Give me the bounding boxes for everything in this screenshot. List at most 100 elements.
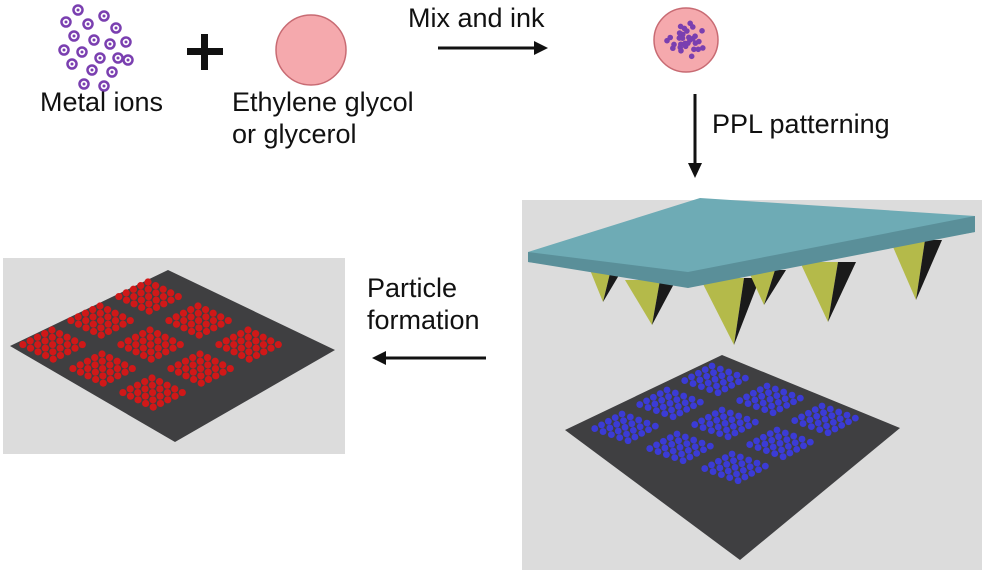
blue-dot [714,423,722,431]
red-particle [204,375,213,384]
red-particle [178,388,186,397]
blue-dot [755,466,762,474]
blue-dot [607,431,615,439]
blue-dot [771,450,779,458]
red-particle [26,337,34,345]
blue-dot [701,465,709,472]
blue-dot [618,410,626,418]
ion [60,16,72,28]
blue-dot [763,382,771,390]
blue-dot [731,429,739,437]
red-particle [129,285,138,293]
blue-dot [761,462,769,470]
red-particle [119,388,127,397]
blue-dot [709,468,717,475]
blue-dot [790,398,797,406]
red-particle [252,351,261,360]
ink-ion [664,37,670,44]
red-particle [48,333,56,341]
red-particle [174,368,183,376]
blue-dot [769,443,777,451]
red-particle [124,344,133,352]
red-particle [237,337,245,345]
red-particle [74,313,82,321]
blue-dot [754,444,762,451]
red-particle [67,316,75,325]
red-particle [130,300,138,308]
red-particle [154,344,162,352]
red-particle [144,278,152,286]
red-particle [259,333,267,341]
blue-dot [694,369,702,377]
blue-dot [706,420,714,428]
blue-dot [735,378,742,386]
blue-dot [726,409,734,417]
red-particle [156,399,165,408]
blue-dot [751,396,759,404]
blue-dot [751,418,759,426]
red-particle [83,357,92,365]
blue-dot [726,474,734,482]
ion-core [110,70,114,74]
red-particle [252,337,260,345]
blue-dot [762,447,770,455]
blue-dot [629,426,637,434]
blue-dot [674,402,682,410]
blue-dot [669,413,677,421]
red-particle [169,337,177,345]
red-particle [41,330,49,338]
red-particle [194,309,202,317]
red-particle [189,354,197,362]
ion [104,38,116,50]
blue-dot [776,405,784,413]
blue-dot [719,378,727,386]
red-particle [98,357,106,365]
blue-dot [700,446,707,454]
blue-dot [791,439,799,447]
blue-dot [831,425,839,433]
blue-dot [697,383,705,391]
red-particle [19,340,27,349]
ion [98,10,110,22]
blue-dot [690,402,697,410]
red-particle [163,388,172,397]
ion [88,34,100,46]
red-particle [104,313,112,321]
plus-icon [187,34,223,70]
red-particle [71,344,79,352]
red-particle [144,285,152,293]
blue-dot [804,409,812,417]
blue-dot [686,453,694,461]
red-particle [138,303,146,312]
ion-core [90,68,94,72]
blue-dot [745,456,753,464]
blue-dot [743,393,750,401]
red-particle [197,364,205,373]
blue-dot [652,407,660,415]
blue-dot [851,414,859,422]
red-particle [131,333,140,341]
blue-dot [669,447,677,455]
blue-dot [743,415,751,423]
red-particle [145,300,153,308]
solvent-label: Ethylene glycol or glycerol [232,86,414,150]
blue-dot [644,404,652,411]
blue-dot [706,386,714,394]
red-particle [126,392,135,400]
red-particle [147,348,155,356]
blue-dot [690,436,698,444]
blue-dot [704,413,712,421]
red-particle [172,313,180,321]
blue-dot [678,450,685,458]
red-particle [211,357,219,365]
blue-dot [779,453,787,461]
ion-core [70,62,74,66]
ion-core [108,42,112,46]
red-particle [274,340,282,349]
blue-dot [643,397,650,405]
red-particle [92,375,100,384]
red-particle [154,337,162,345]
solvent-label-line2: or glycerol [232,119,357,149]
red-particle [163,381,171,389]
red-particle [203,354,212,362]
